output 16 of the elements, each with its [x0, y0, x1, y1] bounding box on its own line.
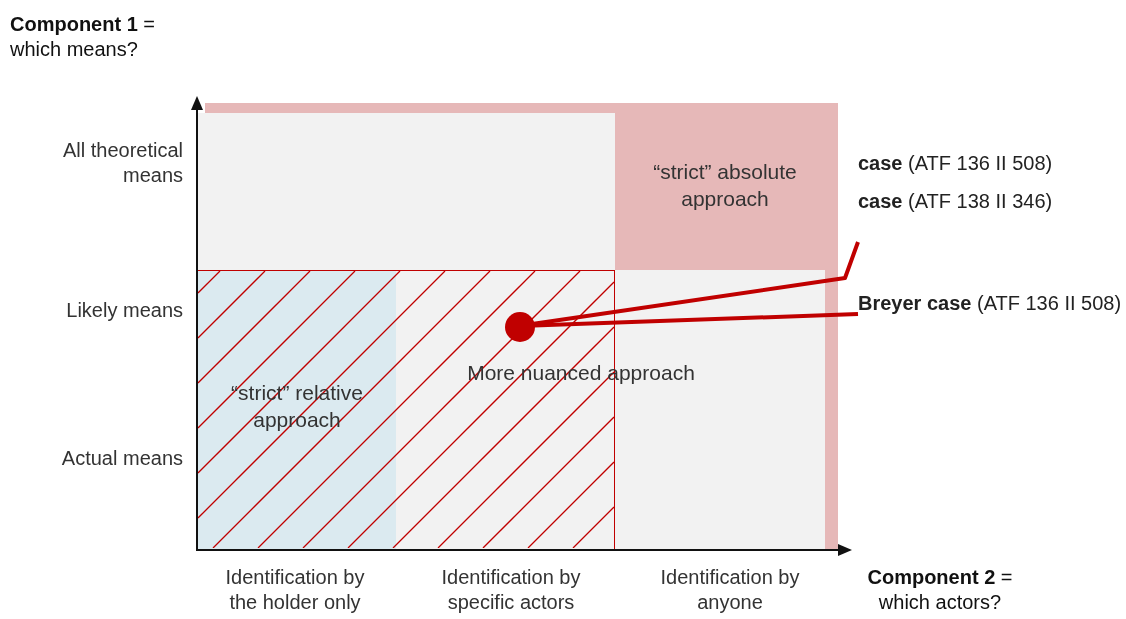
- case-citation: Breyer case (ATF 136 II 508): [858, 290, 1124, 346]
- tick-label: Identification by specific actors: [440, 565, 582, 615]
- axis-title: Component 1 = which means?: [10, 12, 157, 62]
- connector-line: [533, 241, 860, 326]
- axis-title: Component 2 = which actors?: [866, 565, 1014, 615]
- dot-marker: [505, 312, 535, 342]
- connector-line: [533, 312, 859, 328]
- tick-label: Actual means: [60, 446, 183, 471]
- tick-label: Identification by the holder only: [224, 565, 366, 615]
- tick-label: Identification by anyone: [659, 565, 801, 615]
- region-label: “strict” absolute approach: [652, 159, 798, 213]
- region: [198, 271, 396, 551]
- case-citation: case (ATF 138 II 346): [858, 189, 1054, 214]
- tick-label: All theoretical means: [61, 138, 183, 188]
- case-citation: case (ATF 136 II 508): [858, 151, 1054, 176]
- tick-label: Likely means: [65, 298, 183, 323]
